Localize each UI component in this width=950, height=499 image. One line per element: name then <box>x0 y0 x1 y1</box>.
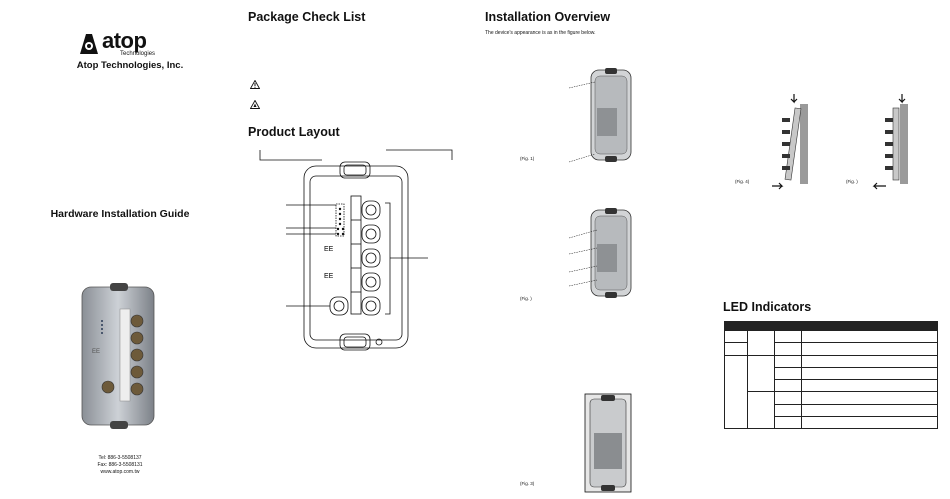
hazard-icon <box>249 96 261 114</box>
guide-title: Hardware Installation Guide <box>50 208 190 220</box>
table-row <box>725 391 938 430</box>
led-table <box>724 321 938 430</box>
svg-text:EE: EE <box>92 349 100 355</box>
contact-tel: Tel: 886-3-5508137 <box>98 455 142 461</box>
fig1-caption: (Fig. 1) <box>520 156 535 161</box>
device-front-icon <box>584 393 632 493</box>
device-angled-icon <box>568 68 632 163</box>
table-row <box>724 329 938 356</box>
atop-logo-icon <box>80 34 98 54</box>
device-photo-icon: EE <box>81 283 155 429</box>
wall-mount-icon <box>872 94 908 190</box>
fig4-caption: (Fig. 4) <box>735 179 750 184</box>
svg-text:EE: EE <box>324 246 334 253</box>
product-layout-diagram: EE EE <box>258 148 458 358</box>
table-header-row <box>724 321 938 331</box>
table-row <box>725 366 938 381</box>
fig2-caption: (Fig. ) <box>520 296 532 301</box>
contact-web: www.atop.com.tw <box>100 469 140 475</box>
table-row <box>724 354 938 430</box>
package-title: Package Check List <box>248 10 366 24</box>
logo-subtitle: Technologies <box>120 51 156 57</box>
layout-title: Product Layout <box>248 125 340 139</box>
logo-wordmark: atop <box>102 28 147 53</box>
wall-mount-icon <box>772 94 808 190</box>
device-angled-icon <box>568 208 632 298</box>
fig4-drawing <box>770 94 814 194</box>
fig5-caption: (Fig. ) <box>846 179 858 184</box>
fig5-drawing <box>870 94 914 194</box>
logo: atop Technologies <box>78 28 168 60</box>
install-intro: The device's appearance is as in the fig… <box>485 30 596 36</box>
svg-text:EE: EE <box>324 273 334 280</box>
device-photo: EE <box>80 283 156 429</box>
warning-icon <box>249 76 261 94</box>
product-layout-drawing: EE EE <box>259 149 453 351</box>
fig1-drawing <box>565 68 645 164</box>
install-title: Installation Overview <box>485 10 611 24</box>
table-row <box>725 416 938 430</box>
fig3-drawing <box>584 393 632 493</box>
contact-fax: Fax: 886-3-5508131 <box>97 462 143 468</box>
fig2-drawing <box>565 208 645 300</box>
led-title: LED Indicators <box>723 300 812 314</box>
fig3-caption: (Fig. 3) <box>520 481 535 486</box>
company-name: Atop Technologies, Inc. <box>76 60 184 71</box>
